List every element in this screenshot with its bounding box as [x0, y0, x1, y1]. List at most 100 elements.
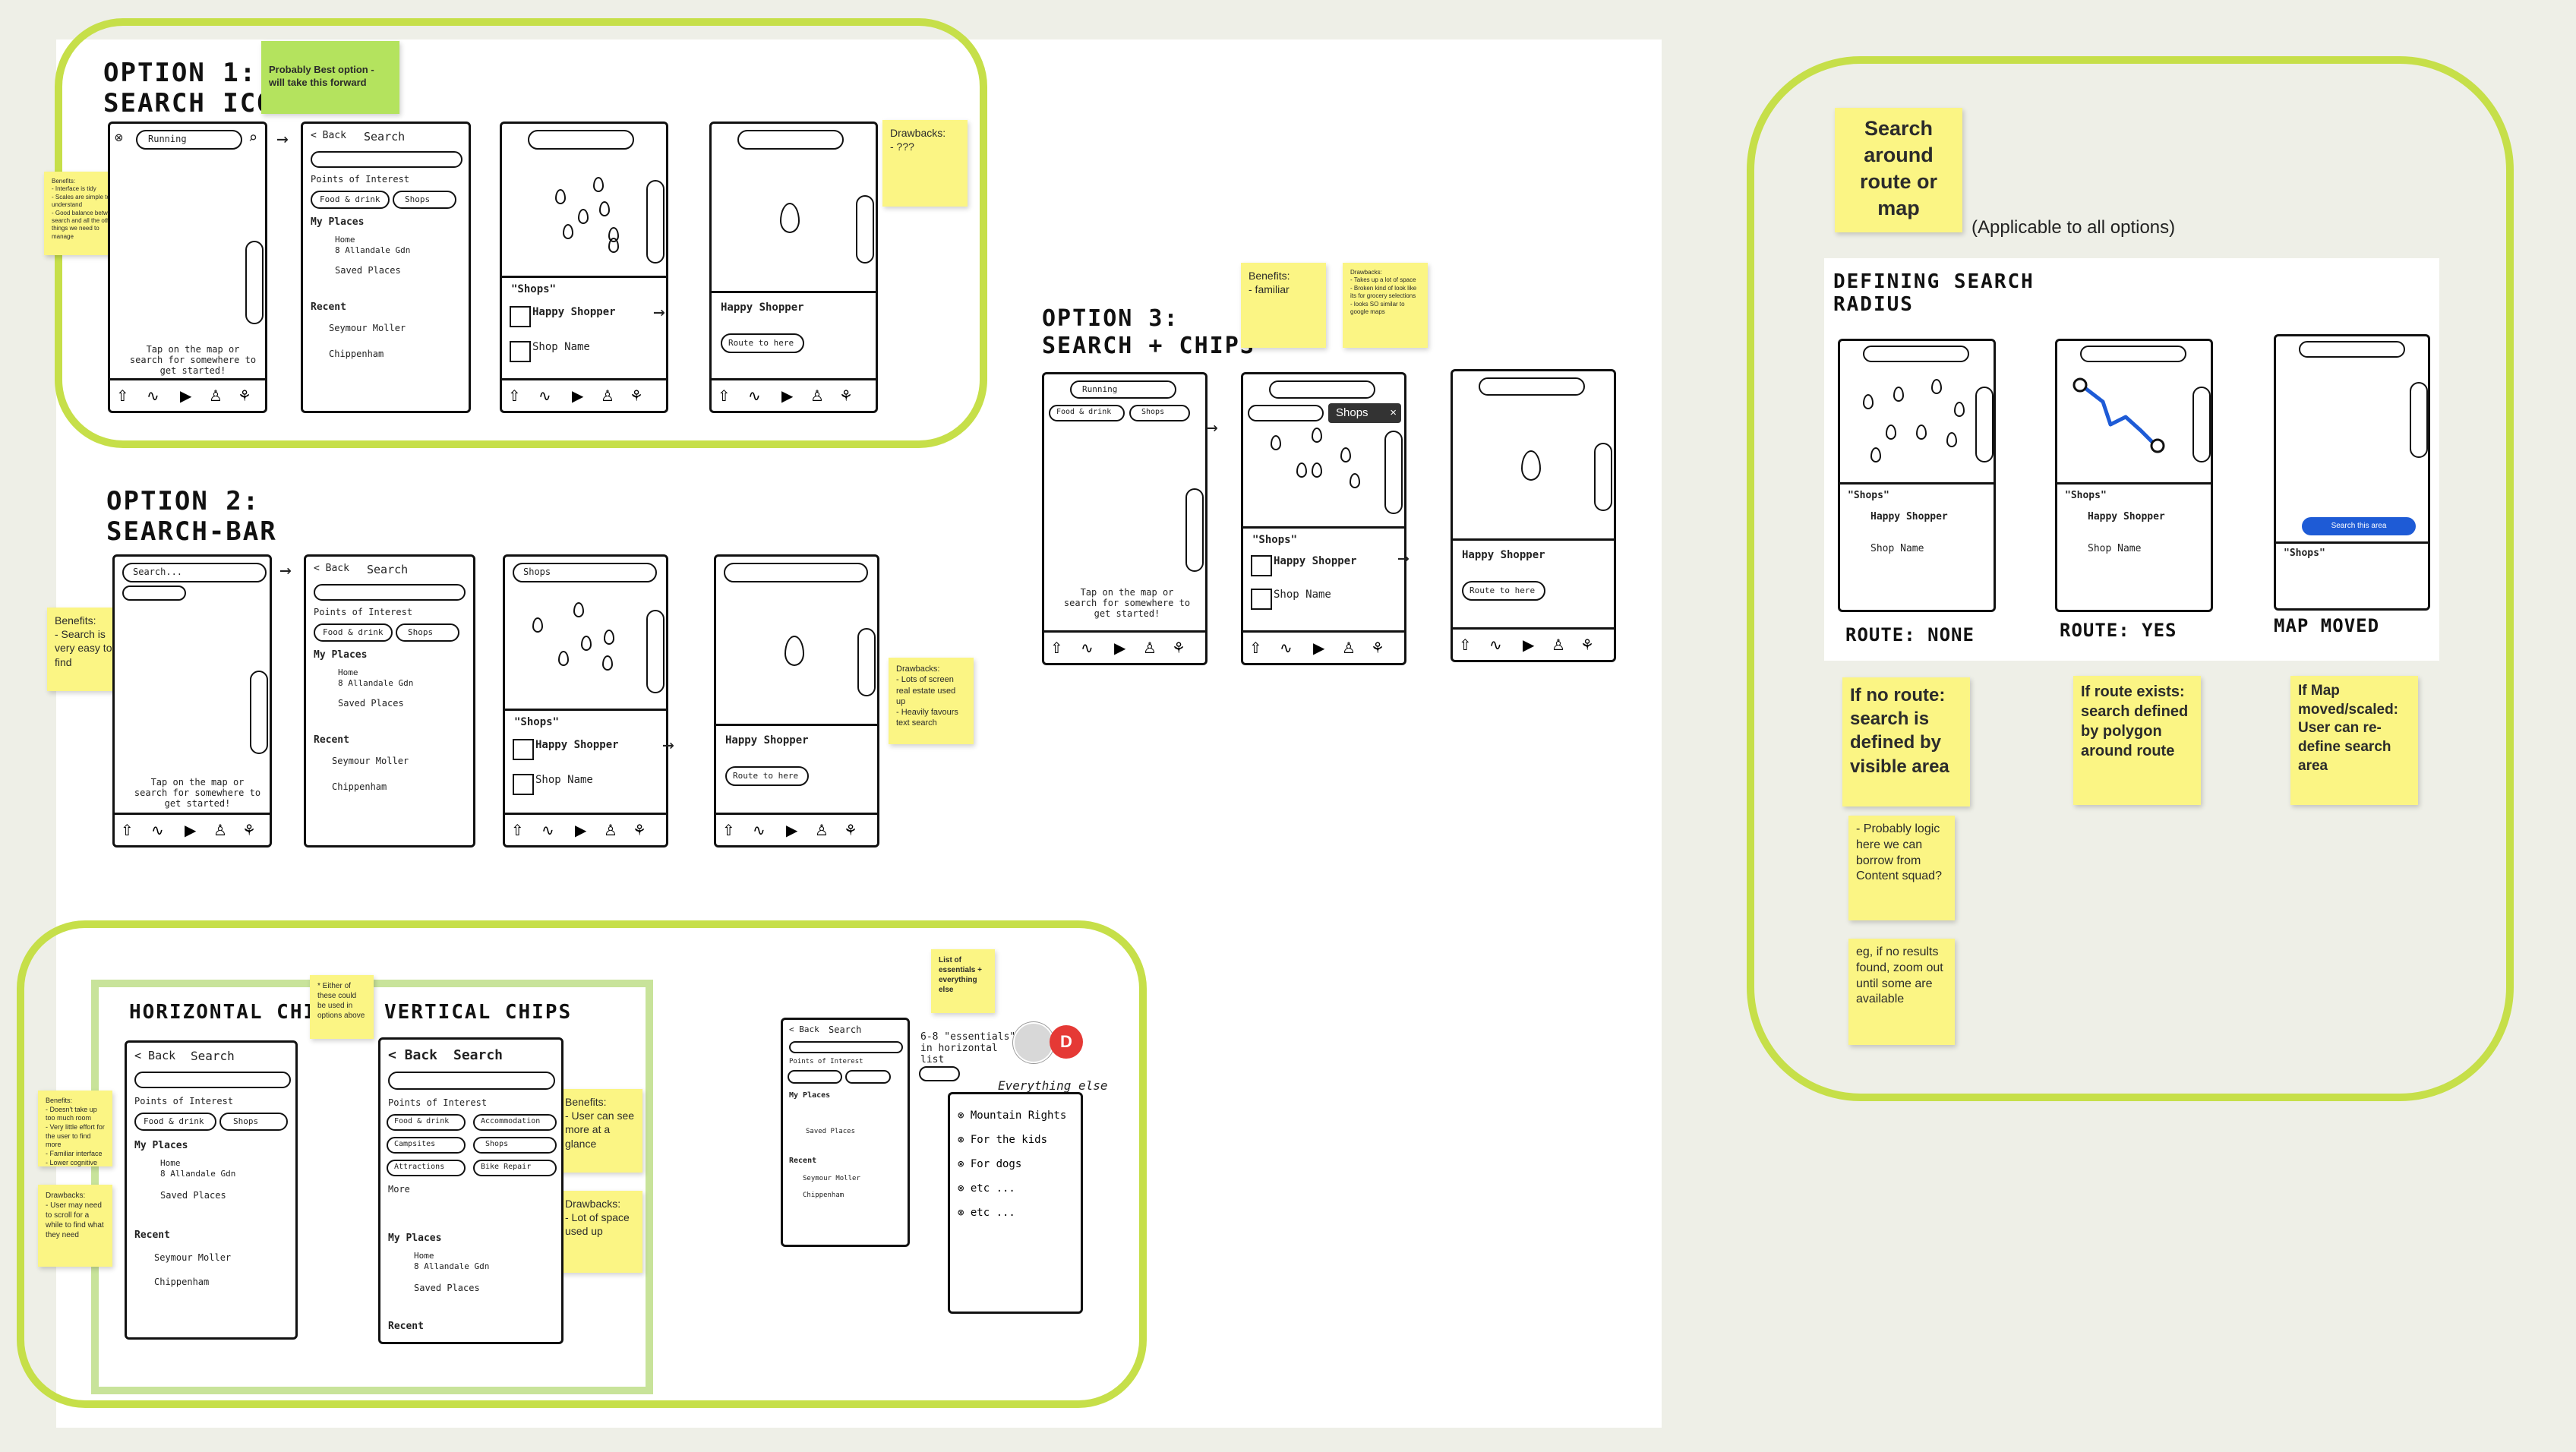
list-bullet-icon: ⊗	[958, 1182, 971, 1195]
running-pill: Running	[136, 130, 242, 150]
running-pill	[122, 586, 186, 601]
result-happy-shopper: Happy Shopper	[1870, 511, 1948, 522]
search-header: Search	[367, 563, 409, 576]
accommodation-chip: Accommodation	[473, 1114, 557, 1131]
result-thumb	[510, 341, 531, 362]
running-label: Running	[148, 134, 187, 144]
shops-results-title: "Shops"	[511, 283, 557, 295]
shops-chip-label: Shops	[408, 627, 434, 637]
recent-item-1: Seymour Moller	[332, 756, 409, 766]
search-header: Search	[453, 1047, 504, 1063]
route-button-label: Route to here	[733, 771, 799, 781]
map-pin	[1296, 462, 1307, 478]
horizontal-chips-screen: < Back Search Points of Interest Food & …	[125, 1040, 298, 1340]
list-bullet-icon: ⊗	[958, 1158, 971, 1170]
essentials-label: 6-8 "essentials" in horizontal list	[920, 1031, 1016, 1065]
map-tools	[245, 241, 264, 324]
poi-label: Points of Interest	[311, 174, 410, 185]
shops-results-title: "Shops"	[1252, 534, 1298, 546]
food-chip: Food & drink	[387, 1114, 466, 1131]
campsites-chip: Campsites	[387, 1137, 466, 1154]
option2-search-screen: < Back Search Points of Interest Food & …	[304, 554, 475, 848]
home-label: Home	[335, 235, 355, 245]
running-pill	[2080, 346, 2186, 362]
list-item: etc ...	[970, 1207, 1015, 1219]
either-note: * Either of these could be used in optio…	[310, 975, 374, 1039]
option1-map-screen: Running ⊗ ⌕ Tap on the map or search for…	[108, 122, 267, 413]
recent-item-2: Chippenham	[803, 1192, 844, 1199]
option3-drawbacks-note: Drawbacks: - Takes up a lot of space - B…	[1343, 263, 1428, 348]
back-link: < Back	[314, 563, 349, 574]
search-bar	[724, 563, 868, 582]
bottom-nav: ⇧∿▶♙⚘	[1453, 627, 1614, 660]
option3-title-line2: SEARCH + CHIPS	[1042, 333, 1255, 359]
map-pin	[532, 617, 543, 633]
search-field	[789, 1041, 903, 1053]
map-pin	[581, 636, 592, 651]
shops-results-title: "Shops"	[1848, 490, 1889, 501]
map-pin	[578, 209, 589, 224]
shops-results-title: "Shops"	[514, 716, 560, 728]
horizontal-drawbacks-note: Drawbacks: - User may need to scroll for…	[38, 1185, 112, 1267]
list-items: ⊗ Mountain Rights ⊗ For the kids ⊗ For d…	[958, 1110, 1066, 1231]
map-tools	[1384, 431, 1403, 514]
recent-item-1: Seymour Moller	[329, 323, 406, 333]
radius-moved-screen: Search this area "Shops"	[2274, 334, 2430, 611]
result-shop-name: Shop Name	[2088, 543, 2142, 554]
route-none-label: ROUTE: NONE	[1845, 624, 1975, 646]
result-shop-name: Shop Name	[532, 341, 590, 353]
map-pin	[1340, 447, 1351, 462]
everything-else-label: Everything else	[998, 1078, 1108, 1093]
option3-map-screen: Running Food & drink Shops Tap on the ma…	[1042, 372, 1208, 665]
more-link: More	[388, 1184, 410, 1195]
shops-results-title: "Shops"	[2065, 490, 2107, 501]
radius-heading: DEFINING SEARCH RADIUS	[1833, 270, 2035, 316]
sheet-divider	[2276, 541, 2428, 544]
bottom-nav: ⇧∿▶♙⚘	[716, 813, 877, 845]
home-label: Home	[338, 668, 358, 677]
result-happy-shopper: Happy Shopper	[535, 739, 619, 751]
address-label: 8 Allandale Gdn	[414, 1261, 490, 1271]
map-pin	[1870, 447, 1881, 462]
option2-title: OPTION 2: SEARCH-BAR	[106, 486, 277, 547]
map-tools	[646, 610, 665, 693]
result-thumb	[1251, 589, 1272, 610]
sheet-divider	[712, 291, 876, 293]
sheet-divider	[502, 276, 666, 278]
shops-chip: Shops	[393, 191, 456, 209]
bike-repair-chip-label: Bike Repair	[481, 1163, 532, 1171]
list-bullet-icon: ⊗	[958, 1110, 971, 1122]
map-pin	[1946, 432, 1957, 447]
recent-item-1: Seymour Moller	[154, 1252, 232, 1263]
recent-label: Recent	[311, 301, 346, 313]
bottom-nav: ⇧∿▶♙⚘	[1243, 630, 1404, 663]
shops-chip	[845, 1070, 891, 1084]
map-pin	[558, 651, 569, 666]
result-shop-name: Shop Name	[1274, 589, 1331, 601]
route-button: Route to here	[1462, 581, 1545, 601]
horizontal-chips-title: HORIZONTAL CHIPS	[129, 1001, 344, 1024]
sheet-divider	[716, 724, 877, 726]
map-pin	[1916, 425, 1927, 440]
result-thumb	[513, 739, 534, 760]
sheet-divider	[1243, 526, 1404, 529]
food-chip	[788, 1070, 842, 1084]
map-pin	[593, 177, 604, 192]
sheet-divider	[2057, 482, 2211, 485]
logic-note: - Probably logic here we can borrow from…	[1848, 816, 1955, 920]
running-pill	[1269, 380, 1375, 399]
food-chip: Food & drink	[311, 191, 390, 209]
my-places-label: My Places	[789, 1091, 831, 1100]
radius-heading-line2: RADIUS	[1833, 293, 1914, 316]
address-label: 8 Allandale Gdn	[338, 678, 414, 688]
map-tools	[857, 628, 876, 696]
running-pill-2	[528, 130, 634, 150]
home-label: Home	[160, 1158, 181, 1168]
close-icon: ×	[1390, 406, 1397, 419]
radius-route-screen: "Shops" Happy Shopper Shop Name	[2055, 339, 2213, 612]
result-thumb	[1251, 555, 1272, 576]
option3-title: OPTION 3: SEARCH + CHIPS	[1042, 305, 1255, 360]
detail-title: Happy Shopper	[1462, 549, 1545, 561]
horizontal-benefits-note: Benefits: - Doesn't take up too much roo…	[38, 1091, 112, 1166]
map-pin	[555, 189, 566, 204]
